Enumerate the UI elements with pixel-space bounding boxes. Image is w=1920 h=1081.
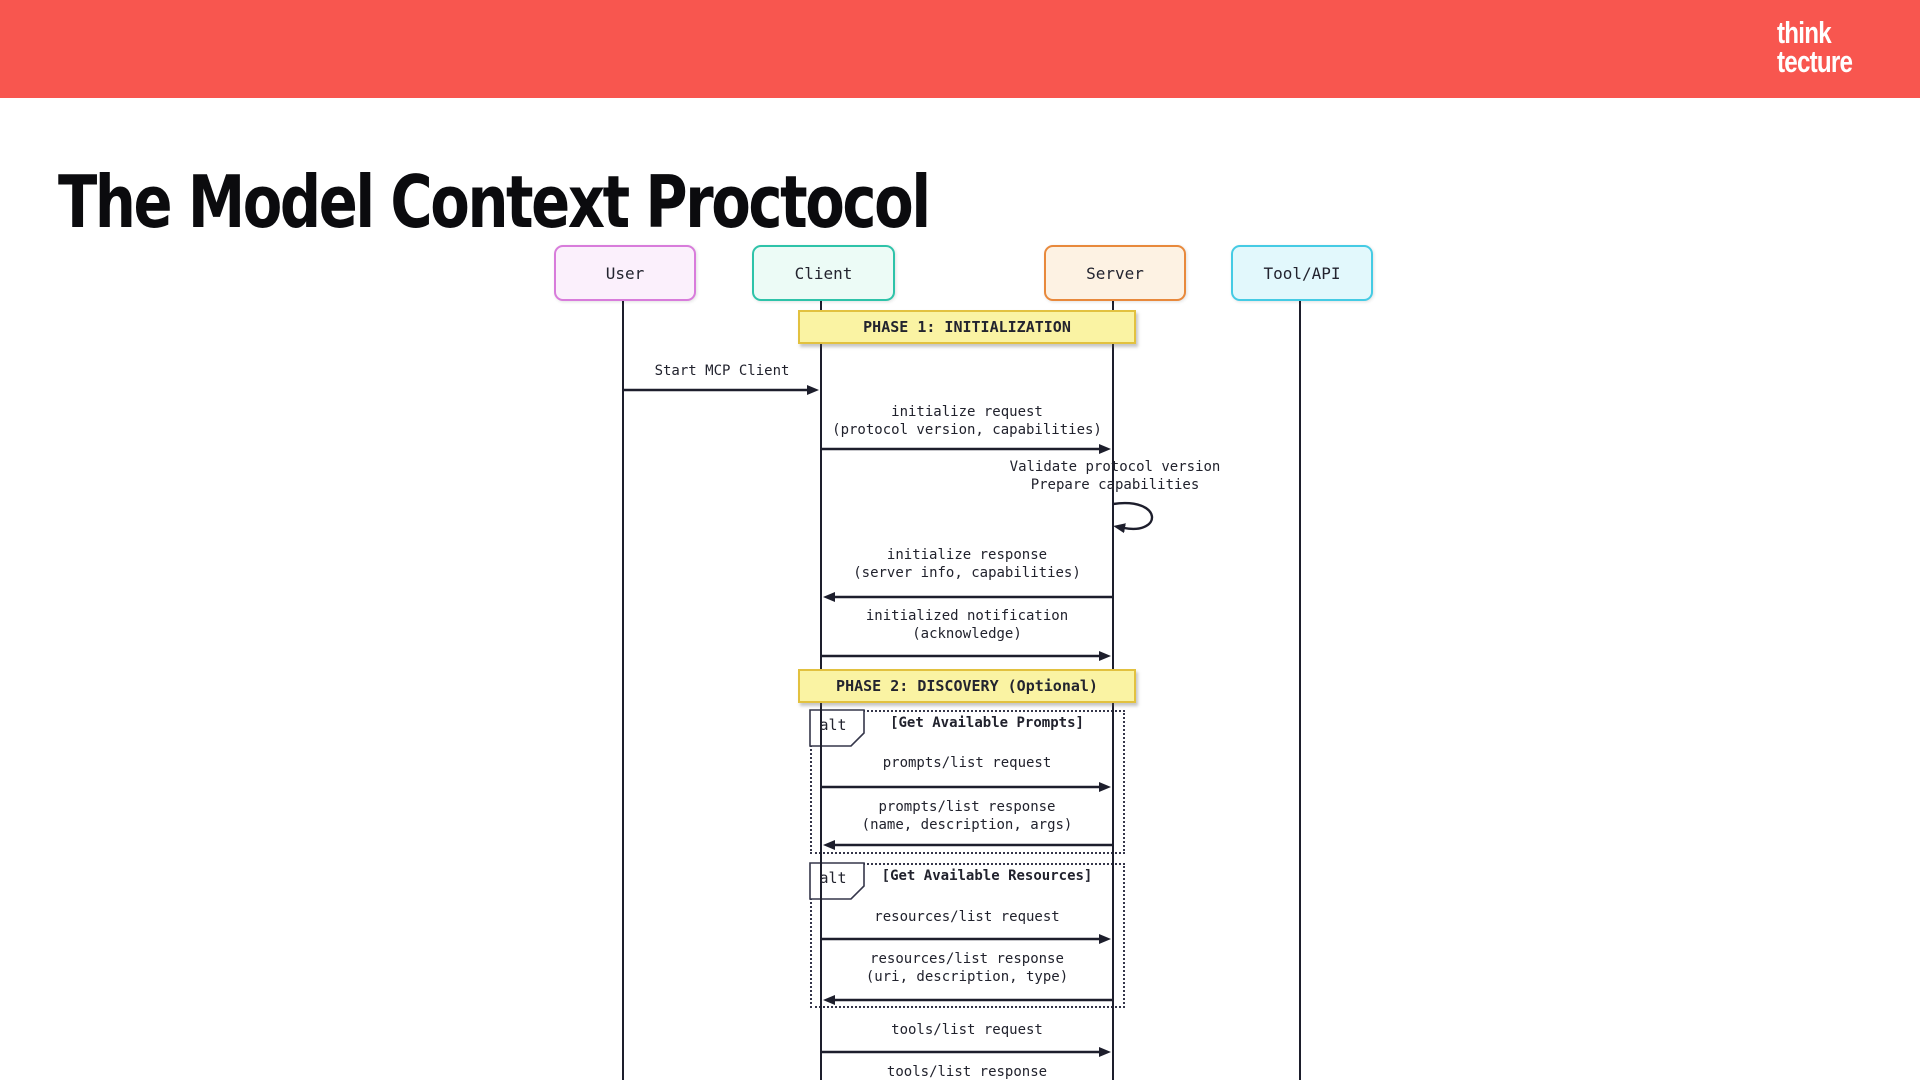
alt-condition-prompts: [Get Available Prompts] (890, 715, 1084, 731)
participant-user: User (554, 245, 696, 301)
participant-tool-api-label: Tool/API (1263, 263, 1341, 283)
participant-client: Client (752, 245, 895, 301)
message-resources-list-response: resources/list response (uri, descriptio… (865, 951, 1069, 985)
participant-user-label: User (605, 263, 645, 283)
header-bar: think tecture (0, 0, 1920, 98)
phase-2-banner: PHASE 2: DISCOVERY (Optional) (798, 669, 1136, 703)
message-initialize-request: initialize request (protocol version, ca… (832, 404, 1102, 438)
phase-2-label: PHASE 2: DISCOVERY (Optional) (836, 677, 1098, 695)
participant-tool-api: Tool/API (1231, 245, 1373, 301)
message-initialized-notification: initialized notification (acknowledge) (865, 608, 1069, 642)
alt-keyword-1: alt (819, 716, 847, 734)
message-start-mcp-client: Start MCP Client (654, 363, 790, 379)
page-title: The Model Context Proctocol (58, 160, 931, 244)
participant-server: Server (1044, 245, 1186, 301)
alt-condition-resources: [Get Available Resources] (881, 868, 1093, 884)
message-initialize-response: initialize response (server info, capabi… (853, 547, 1081, 581)
message-prompts-list-request: prompts/list request (882, 755, 1052, 771)
logo-line-2: tecture (1777, 44, 1853, 79)
message-resources-list-request: resources/list request (874, 909, 1060, 925)
phase-1-banner: PHASE 1: INITIALIZATION (798, 310, 1136, 344)
message-tools-list-response: tools/list response (886, 1064, 1048, 1080)
message-tools-list-request: tools/list request (891, 1022, 1043, 1038)
alt-keyword-2: alt (819, 869, 847, 887)
participant-client-label: Client (794, 263, 853, 283)
participant-server-label: Server (1086, 263, 1144, 283)
phase-1-label: PHASE 1: INITIALIZATION (863, 318, 1071, 336)
thinktecture-logo: think tecture (1777, 15, 1853, 79)
arrow-self-loop (1112, 501, 1154, 534)
message-prompts-list-response: prompts/list response (name, description… (861, 799, 1073, 833)
alt-block-prompts (810, 710, 1125, 854)
message-validate-protocol: Validate protocol version Prepare capabi… (1009, 459, 1221, 493)
logo-line-1: think (1777, 15, 1832, 50)
alt-block-resources (810, 863, 1125, 1008)
